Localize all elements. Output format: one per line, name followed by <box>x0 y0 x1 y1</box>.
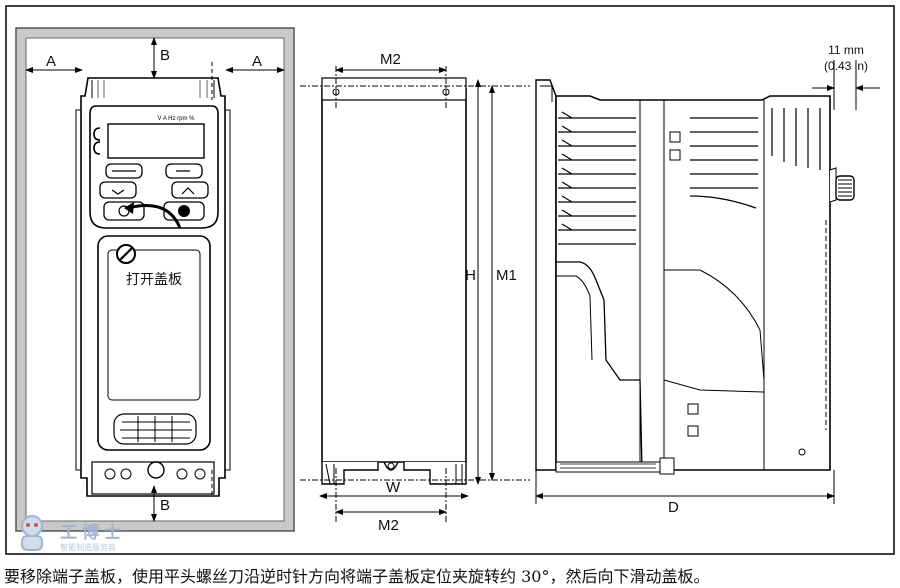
dim-h: H <box>465 267 476 284</box>
key-down <box>99 181 137 199</box>
front-view: V A Hz rpm % 打开盖板 <box>15 27 295 532</box>
dim-a-right: A <box>252 53 262 70</box>
watermark-subtitle: 智能制造服务商 <box>60 543 116 552</box>
dim-b-top: B <box>160 47 170 64</box>
dim-d: D <box>668 499 679 516</box>
rotation-arrow <box>127 204 182 229</box>
open-cover-label: 打开盖板 <box>126 271 182 288</box>
dim-clearance-in: (0.43 in) <box>824 59 868 73</box>
dim-m2-top: M2 <box>380 51 401 68</box>
rear-view: M2 W M2 H M1 <box>300 51 530 534</box>
display-window <box>107 123 205 159</box>
caption-text: 要移除端子盖板，使用平头螺丝刀沿逆时针方向将端子盖板定位夹旋转约 30°，然后向… <box>4 567 710 586</box>
dim-w: W <box>386 479 401 496</box>
robot-mascot-icon <box>21 515 43 551</box>
heatsink-fins <box>558 111 636 245</box>
outer-frame <box>5 5 895 555</box>
watermark-name: 工博士 <box>60 523 126 543</box>
watermark-logo: 工博士 智能制造服务商 <box>12 512 142 560</box>
display-legend: V A Hz rpm % <box>157 116 195 122</box>
side-view: D 11 mm (0.43 in) <box>535 43 880 516</box>
dim-m1: M1 <box>496 267 517 284</box>
dim-clearance-mm: 11 mm <box>828 43 864 57</box>
dim-b-bottom: B <box>160 497 170 514</box>
dim-a-left: A <box>46 53 56 70</box>
drive-front: V A Hz rpm % 打开盖板 <box>75 77 231 497</box>
dim-m2-bottom: M2 <box>378 517 399 534</box>
installation-dimension-drawing: V A Hz rpm % 打开盖板 <box>5 5 895 555</box>
